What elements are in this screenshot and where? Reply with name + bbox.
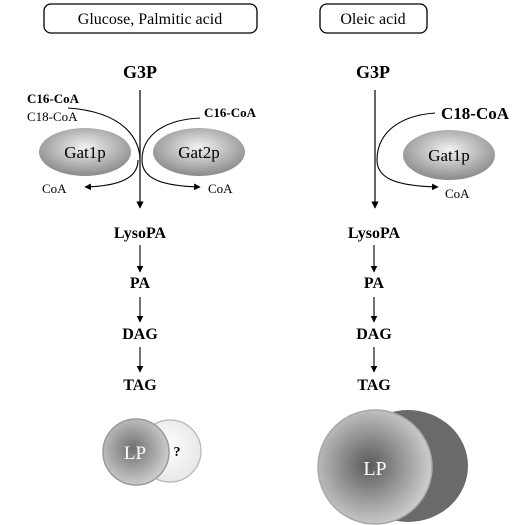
left-substrate-label: G3P bbox=[123, 62, 157, 82]
right-step-lysopa: LysoPA bbox=[348, 225, 401, 242]
left-enzyme-gat1p-label: Gat1p bbox=[64, 143, 106, 162]
left-acyl-in-arc-right bbox=[141, 117, 201, 161]
left-acyl-donor-1: C16-CoA bbox=[27, 91, 80, 106]
right-step-tag: TAG bbox=[357, 377, 391, 394]
right-step-pa: PA bbox=[364, 275, 385, 292]
left-step-lysopa: LysoPA bbox=[114, 225, 167, 242]
left-enzyme-gat2p bbox=[153, 128, 245, 176]
left-condition-label: Glucose, Palmitic acid bbox=[78, 11, 222, 28]
right-enzyme-gat1p-label: Gat1p bbox=[428, 146, 470, 165]
right-condition-label: Oleic acid bbox=[340, 11, 405, 28]
left-step-pa: PA bbox=[130, 275, 151, 292]
left-step-dag: DAG bbox=[122, 326, 158, 343]
right-coa-label: CoA bbox=[445, 186, 470, 201]
left-lipid-particle bbox=[102, 418, 170, 486]
right-enzyme-gat1p bbox=[403, 130, 495, 180]
left-step-tag: TAG bbox=[123, 377, 157, 394]
right-condition-box bbox=[319, 3, 428, 34]
right-lp-label: LP bbox=[363, 458, 386, 480]
right-substrate-label: G3P bbox=[356, 62, 390, 82]
left-acyl-in-arc-left bbox=[67, 107, 141, 161]
left-enzyme-gat2p-label: Gat2p bbox=[178, 143, 220, 162]
left-acyl-donor-right: C16-CoA bbox=[204, 105, 257, 120]
left-enzyme-gat1p bbox=[39, 128, 131, 176]
left-condition-box bbox=[43, 3, 258, 34]
left-coa-right-label: CoA bbox=[208, 181, 233, 196]
left-lp-label: LP bbox=[124, 443, 146, 464]
left-coa-out-arc-left bbox=[84, 159, 139, 191]
left-coa-out-arc-right bbox=[141, 159, 201, 191]
left-panel: Glucose, Palmitic acid G3P C16-CoA C18-C… bbox=[27, 3, 258, 486]
right-coa-out-arc bbox=[376, 159, 439, 191]
right-panel: Oleic acid G3P C18-CoA Gat1p CoA LysoPA … bbox=[317, 3, 510, 525]
right-lipid-particle bbox=[317, 409, 433, 525]
left-acyl-donor-2: C18-CoA bbox=[27, 109, 78, 124]
left-coa-left-label: CoA bbox=[42, 181, 67, 196]
right-acyl-donor: C18-CoA bbox=[441, 104, 510, 123]
right-acyl-in-arc bbox=[376, 112, 436, 161]
right-step-dag: DAG bbox=[356, 326, 392, 343]
left-unknown-label: ? bbox=[174, 445, 181, 460]
